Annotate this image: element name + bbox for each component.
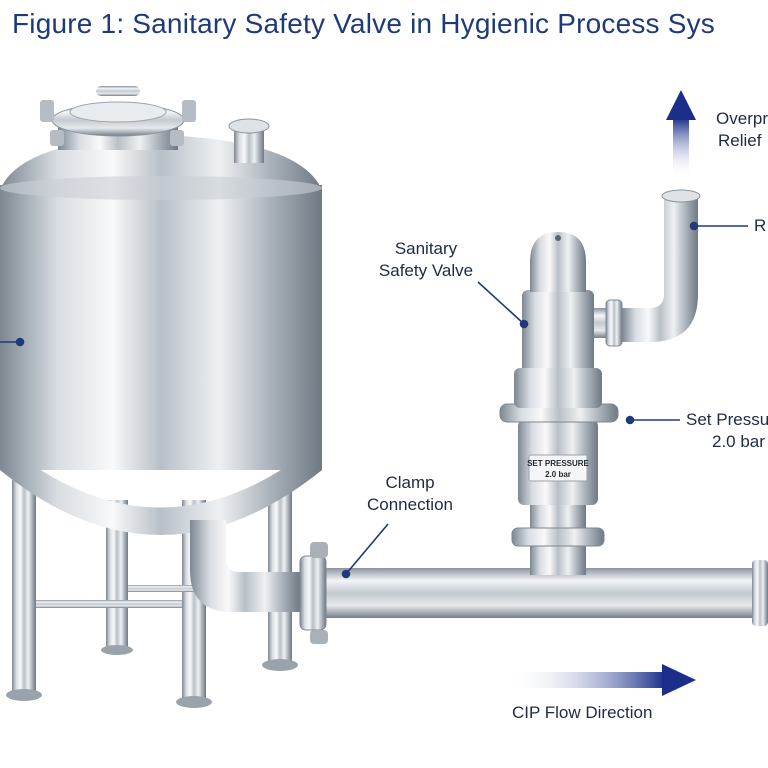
wing-nut <box>50 130 64 146</box>
label-cip-flow-direction: CIP Flow Direction <box>512 703 653 722</box>
label-set-pressure: Set Pressu 2.0 bar <box>686 409 768 453</box>
outlet-clamp <box>605 299 623 347</box>
valve-collar <box>514 368 602 408</box>
tank-brace <box>36 600 182 608</box>
tank-outlet-elbow <box>190 520 300 612</box>
label-overpressure-relief: Overpr Relief <box>690 108 768 152</box>
main-pipe <box>300 568 758 618</box>
cip-flow-arrow <box>510 664 696 696</box>
valve-nameplate <box>528 454 588 482</box>
tank <box>0 86 322 708</box>
relief-elbow <box>622 198 698 342</box>
leader-dot <box>341 569 351 579</box>
valve-dome-cap <box>530 232 586 292</box>
tank-foot <box>101 645 133 655</box>
label-clamp-line2: Connection <box>366 495 453 514</box>
figure-title: Figure 1: Sanitary Safety Valve in Hygie… <box>12 8 716 39</box>
manway-lid-top <box>69 101 167 123</box>
leader-dot <box>625 415 635 425</box>
overpressure-arrow <box>666 90 696 178</box>
pipe-end-flange <box>752 560 768 626</box>
leader-dot <box>15 337 25 347</box>
label-r: R <box>754 216 767 235</box>
label-valve-line2: Safety Valve <box>378 261 474 280</box>
manway-handle <box>96 86 140 96</box>
process-piping <box>190 520 768 644</box>
tank-foot <box>6 689 42 701</box>
label-set-pressure-line1: Set Pressu <box>686 410 768 429</box>
label-overpressure-line2: Relief <box>718 131 762 150</box>
safety-valve: SET PRESSURE 2.0 bar <box>499 232 623 575</box>
relief-pipe-mouth <box>661 189 701 203</box>
tank-body <box>0 185 322 470</box>
wing-nut <box>182 100 196 122</box>
clamp-ring <box>299 555 327 631</box>
label-set-pressure-line2: 2.0 bar <box>712 432 765 451</box>
leader-clamp <box>345 523 389 575</box>
wing-nut <box>170 130 184 146</box>
relief-pipe <box>622 189 701 342</box>
label-sanitary-safety-valve: Sanitary Safety Valve <box>366 238 486 282</box>
leader-dot <box>689 221 699 231</box>
leader-dot <box>519 319 529 329</box>
clamp-bolt <box>310 542 328 558</box>
valve-plate-line2: 2.0 bar <box>545 470 571 479</box>
label-valve-line1: Sanitary <box>394 239 458 258</box>
tank-bottom-dome <box>0 440 322 535</box>
leader-safety-valve <box>477 281 525 325</box>
label-clamp-connection: Clamp Connection <box>352 472 468 516</box>
tank-top-port-ferrule <box>228 118 270 134</box>
valve-plate-line1: SET PRESSURE <box>527 459 589 468</box>
callout-leaders <box>0 221 748 579</box>
tank-leg <box>106 500 128 650</box>
label-overpressure-line1: Overpr <box>716 109 768 128</box>
clamp-bolt <box>310 630 328 644</box>
tank-top-port <box>234 128 264 163</box>
tank-foot <box>262 659 298 671</box>
tank-foot <box>176 696 212 708</box>
tank-top-rim <box>0 176 322 200</box>
wing-nut <box>40 100 54 122</box>
valve-vent-hole <box>555 235 561 241</box>
tank-leg <box>12 480 36 695</box>
valve-bottom-clamp <box>511 527 605 547</box>
label-clamp-line1: Clamp <box>385 473 435 492</box>
